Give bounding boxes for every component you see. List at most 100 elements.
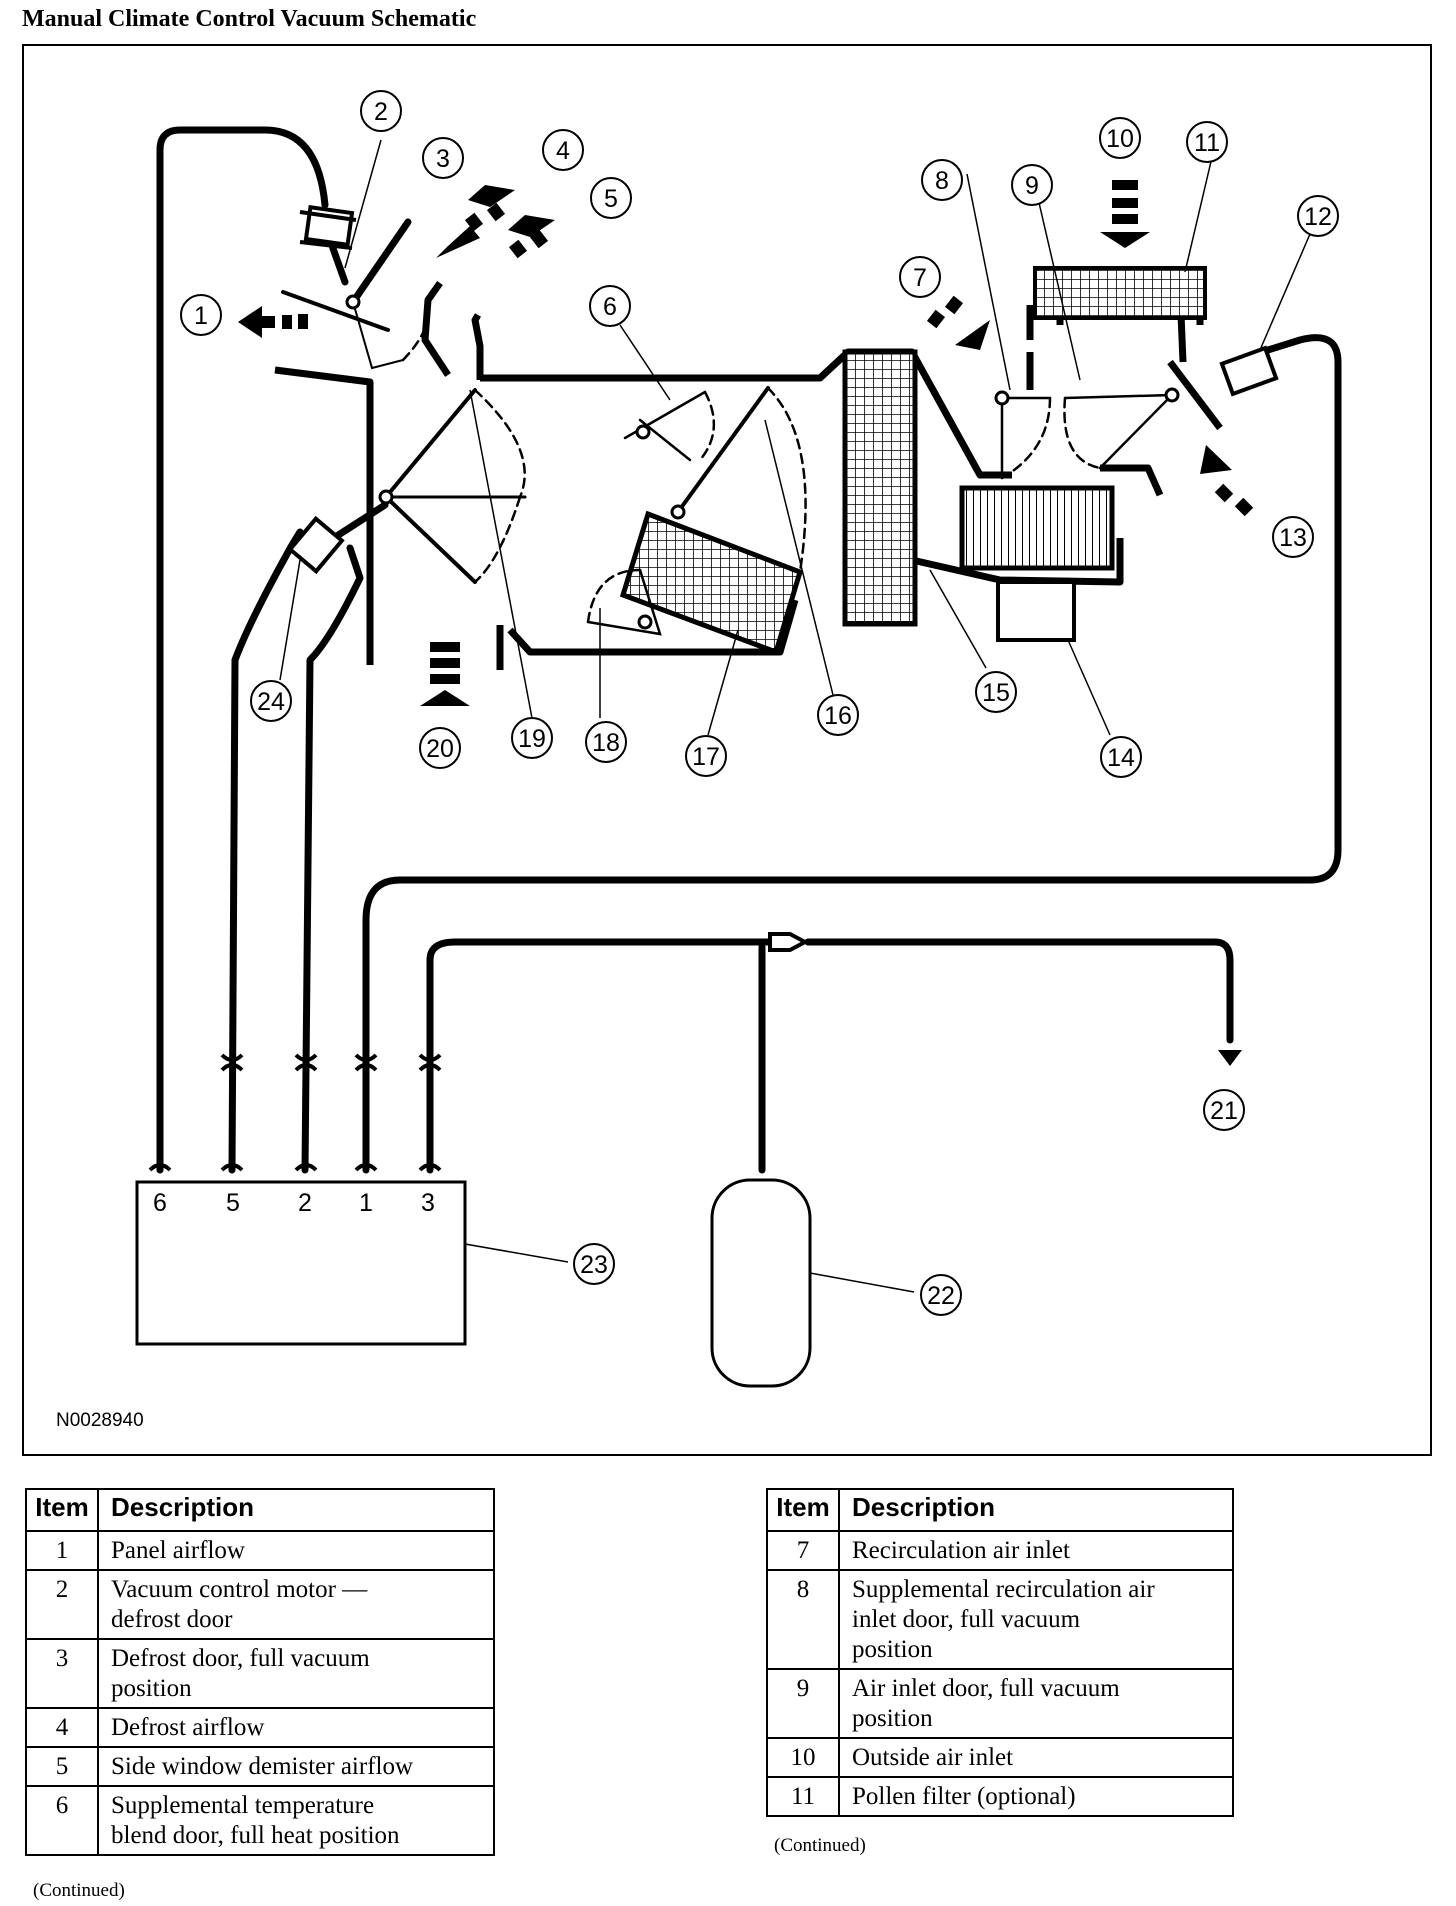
legend-table-right: Item Description 7 Recirculation air inl… xyxy=(766,1488,1234,1817)
legend-item-description: Pollen filter (optional) xyxy=(838,1776,1234,1817)
legend-header-description: Description xyxy=(97,1488,495,1532)
legend-item-number: 1 xyxy=(25,1530,99,1571)
legend-header-row: Item Description xyxy=(25,1488,495,1532)
legend-item-number: 2 xyxy=(25,1569,99,1640)
vacuum-schematic: 6 5 2 1 3 xyxy=(56,90,1342,1431)
vacuum-fittings xyxy=(287,204,1279,952)
legend-item-number: 7 xyxy=(766,1530,840,1571)
table-row: 4 Defrost airflow xyxy=(25,1707,495,1748)
description-line: defrost door xyxy=(111,1606,233,1633)
callout-10: 10 xyxy=(1106,125,1134,153)
port-label-4: 3 xyxy=(421,1189,435,1217)
description-line: Side window demister airflow xyxy=(111,1753,414,1780)
table-row: 10 Outside air inlet xyxy=(766,1737,1234,1778)
legend-item-number: 3 xyxy=(25,1638,99,1709)
airflow-arrows xyxy=(238,180,1254,1066)
legend-item-number: 4 xyxy=(25,1707,99,1748)
description-line: Pollen filter (optional) xyxy=(852,1783,1076,1810)
legend-item-number: 9 xyxy=(766,1668,840,1739)
description-line: Air inlet door, full vacuum xyxy=(852,1675,1120,1702)
callout-17: 17 xyxy=(692,743,720,771)
legend-item-description: Panel airflow xyxy=(97,1530,495,1571)
vacuum-hoses xyxy=(156,126,1342,1174)
legend-header-description: Description xyxy=(838,1488,1234,1532)
table-row: 1 Panel airflow xyxy=(25,1530,495,1571)
legend-header-item: Item xyxy=(766,1488,840,1532)
description-line: inlet door, full vacuum xyxy=(852,1606,1081,1633)
door-pivots xyxy=(345,294,1180,630)
callout-3: 3 xyxy=(436,145,450,173)
callout-15: 15 xyxy=(982,679,1010,707)
callout-5: 5 xyxy=(604,185,618,213)
evaporator-core xyxy=(842,349,918,627)
legend-item-description: Vacuum control motor — defrost door xyxy=(97,1569,495,1640)
description-line: position xyxy=(852,1636,933,1663)
callout-labels: 1 2 3 4 5 6 7 8 9 10 11 12 13 14 15 16 1… xyxy=(194,98,1332,1310)
vacuum-reservoir-22 xyxy=(710,1178,812,1388)
table-row: 5 Side window demister airflow xyxy=(25,1746,495,1787)
port-label-3: 1 xyxy=(359,1189,373,1217)
callout-19: 19 xyxy=(518,725,546,753)
callout-24: 24 xyxy=(257,688,285,716)
callout-12: 12 xyxy=(1304,203,1332,231)
diagram-frame xyxy=(22,44,1432,1456)
description-line: Vacuum control motor — xyxy=(111,1576,368,1603)
callout-20: 20 xyxy=(426,735,454,763)
description-line: Panel airflow xyxy=(111,1537,245,1564)
callout-23: 23 xyxy=(580,1251,608,1279)
port-label-0: 6 xyxy=(153,1189,167,1217)
page-title: Manual Climate Control Vacuum Schematic xyxy=(22,6,477,32)
continued-note-left: (Continued) xyxy=(33,1880,125,1901)
legend-table-left: Item Description 1 Panel airflow 2 Vacuu… xyxy=(25,1488,495,1856)
control-assembly-23: 6 5 2 1 3 xyxy=(135,1180,467,1346)
description-line: blend door, full heat position xyxy=(111,1822,400,1849)
callout-14: 14 xyxy=(1107,744,1135,772)
table-row: 2 Vacuum control motor — defrost door xyxy=(25,1569,495,1640)
table-row: 7 Recirculation air inlet xyxy=(766,1530,1234,1571)
callout-13: 13 xyxy=(1279,524,1307,552)
description-line: Recirculation air inlet xyxy=(852,1537,1070,1564)
callout-11: 11 xyxy=(1194,129,1220,157)
callout-16: 16 xyxy=(824,702,852,730)
description-line: position xyxy=(852,1705,933,1732)
legend-header-row: Item Description xyxy=(766,1488,1234,1532)
continued-note-right: (Continued) xyxy=(774,1835,866,1856)
callout-8: 8 xyxy=(935,167,949,195)
legend-header-item: Item xyxy=(25,1488,99,1532)
port-label-2: 2 xyxy=(298,1189,312,1217)
description-line: Supplemental recirculation air xyxy=(852,1576,1155,1603)
description-line: Defrost door, full vacuum xyxy=(111,1645,370,1672)
leader-lines xyxy=(279,139,1311,1293)
description-line: Defrost airflow xyxy=(111,1714,265,1741)
legend-item-number: 8 xyxy=(766,1569,840,1670)
blower-wheel xyxy=(959,485,1115,642)
figure-id: N0028940 xyxy=(56,1410,144,1431)
callout-9: 9 xyxy=(1025,172,1039,200)
table-row: 9 Air inlet door, full vacuum position xyxy=(766,1668,1234,1739)
port-label-1: 5 xyxy=(226,1189,240,1217)
legend-item-number: 10 xyxy=(766,1737,840,1778)
callout-22: 22 xyxy=(927,1282,955,1310)
table-row: 8 Supplemental recirculation air inlet do… xyxy=(766,1569,1234,1670)
callout-7: 7 xyxy=(913,264,927,292)
legend-item-description: Supplemental recirculation air inlet door… xyxy=(838,1569,1234,1670)
description-line: position xyxy=(111,1675,192,1702)
legend-item-number: 11 xyxy=(766,1776,840,1817)
legend-item-description: Air inlet door, full vacuum position xyxy=(838,1668,1234,1739)
callout-21: 21 xyxy=(1210,1097,1238,1125)
description-line: Supplemental temperature xyxy=(111,1792,375,1819)
legend-item-description: Defrost airflow xyxy=(97,1707,495,1748)
legend-item-number: 5 xyxy=(25,1746,99,1787)
table-row: 3 Defrost door, full vacuum position xyxy=(25,1638,495,1709)
callout-18: 18 xyxy=(592,729,620,757)
callout-2: 2 xyxy=(374,98,388,126)
legend-item-description: Outside air inlet xyxy=(838,1737,1234,1778)
legend-item-number: 6 xyxy=(25,1785,99,1856)
table-row: 11 Pollen filter (optional) xyxy=(766,1776,1234,1817)
callout-1: 1 xyxy=(194,302,208,330)
table-row: 6 Supplemental temperature blend door, fu… xyxy=(25,1785,495,1856)
legend-item-description: Defrost door, full vacuum position xyxy=(97,1638,495,1709)
port-connectors xyxy=(148,1053,442,1172)
description-line: Outside air inlet xyxy=(852,1744,1014,1771)
callout-circles xyxy=(180,90,1339,1316)
